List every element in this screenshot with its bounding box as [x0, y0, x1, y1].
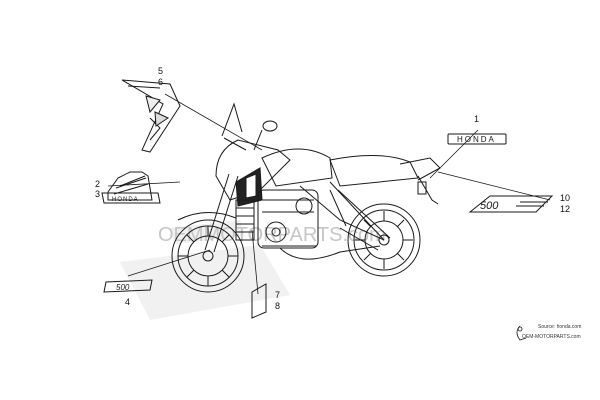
callout-12: 12	[560, 204, 571, 214]
leader-lines	[107, 93, 551, 295]
motorcycle-illustration	[171, 102, 441, 293]
callout-5: 5	[158, 66, 164, 76]
callout-7: 7	[275, 290, 281, 300]
fork-500-text: 500	[116, 283, 130, 292]
fork-500-decal	[103, 279, 153, 293]
honda-strip-text: HONDA	[457, 135, 496, 144]
shroud-strip-decal	[251, 283, 267, 319]
callout-2: 2	[95, 179, 101, 189]
side-500-text: 500	[480, 200, 499, 212]
side-500-decal	[468, 195, 554, 213]
emblem-text: HONDA	[112, 197, 139, 203]
callout-1: 1	[474, 114, 480, 124]
watermark-text: OEMMOTORPARTS.com	[158, 224, 386, 246]
callout-6: 6	[158, 77, 164, 87]
source-credit: Source: honda.com	[538, 324, 582, 330]
callout-10: 10	[560, 193, 571, 203]
callout-8: 8	[275, 301, 281, 311]
honda-strip-decal	[447, 133, 507, 145]
site-credit: OEM-MOTORPARTS.com	[522, 334, 581, 340]
honda-wing-emblem	[101, 171, 161, 204]
callout-4: 4	[125, 297, 131, 307]
source-logo	[516, 325, 527, 341]
fairing-decal-5-6	[121, 79, 181, 153]
callout-3: 3	[95, 189, 101, 199]
